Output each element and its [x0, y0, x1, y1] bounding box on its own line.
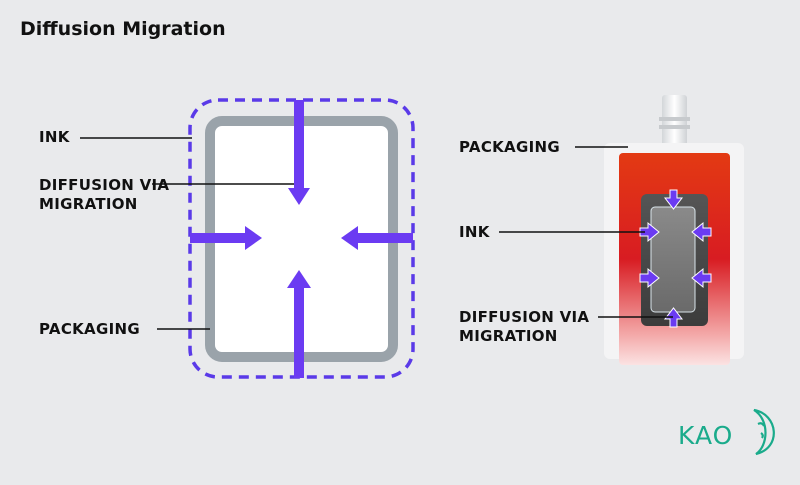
label-diffusion-right: DIFFUSION VIA MIGRATION — [459, 308, 590, 345]
kao-moon-icon — [753, 408, 775, 456]
kao-logo-text: KAO — [678, 421, 734, 450]
arrow-from-left — [190, 226, 262, 250]
small-arrow-bottom — [663, 307, 684, 328]
small-arrow-left-upper — [639, 221, 660, 243]
diagram-title: Diffusion Migration — [20, 18, 226, 40]
small-arrow-left-lower — [639, 267, 660, 289]
small-arrow-top — [663, 189, 684, 210]
label-ink-left: INK — [39, 128, 70, 146]
small-arrow-right-upper — [691, 221, 712, 243]
small-arrow-right-lower — [691, 267, 712, 289]
label-packaging-right: PACKAGING — [459, 138, 560, 156]
ink-inner-layer — [650, 206, 696, 313]
left-package-diagram — [80, 98, 415, 379]
arrow-from-right — [341, 226, 413, 250]
arrow-from-top — [288, 100, 310, 205]
label-packaging-left: PACKAGING — [39, 320, 140, 338]
arrow-from-bottom — [287, 270, 311, 378]
right-pouch-diagram — [499, 95, 744, 365]
label-ink-right: INK — [459, 223, 490, 241]
label-diffusion-left: DIFFUSION VIA MIGRATION — [39, 176, 170, 213]
